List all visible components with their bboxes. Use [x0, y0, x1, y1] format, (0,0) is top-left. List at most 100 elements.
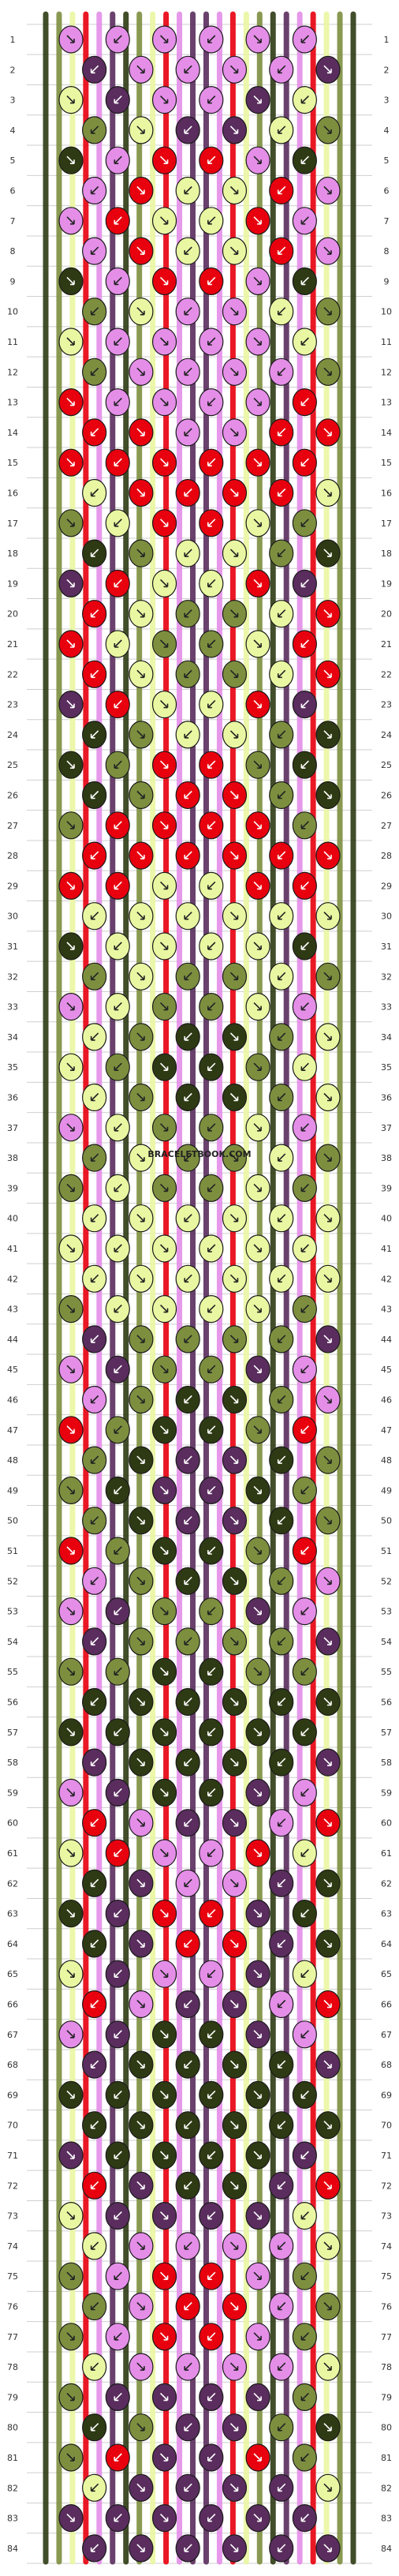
knot-arrow-icon [136, 912, 145, 920]
row-number-right: 43 [381, 1305, 392, 1315]
knot-arrow-icon [253, 2211, 262, 2220]
row-number-left: 16 [7, 489, 18, 499]
knot-arrow-icon [90, 1939, 99, 1948]
row-number-right: 31 [381, 942, 392, 952]
knot-arrow-icon [66, 519, 75, 527]
row-number-left: 33 [7, 1002, 18, 1013]
row-number-left: 2 [10, 65, 16, 75]
knot-arrow-icon [66, 1667, 75, 1676]
knot-arrow-icon [207, 942, 216, 950]
knot-arrow-icon [323, 246, 332, 255]
knot-arrow-icon [207, 337, 216, 346]
knot-arrow-icon [136, 1878, 145, 1888]
row-number-right: 30 [381, 912, 392, 922]
knot-arrow-icon [184, 2362, 192, 2371]
knot-arrow-icon [159, 155, 169, 164]
knot-arrow-icon [66, 1546, 75, 1555]
knot-arrow-icon [159, 2271, 169, 2280]
knot-arrow-icon [136, 125, 145, 134]
knot-arrow-icon [323, 1092, 332, 1102]
knot-arrow-icon [229, 549, 239, 557]
knot-arrow-icon [253, 276, 262, 286]
row-number-right: 29 [381, 881, 392, 891]
knot-arrow-icon [136, 1092, 145, 1102]
knot-arrow-icon [66, 942, 75, 950]
row-number-left: 70 [7, 2121, 18, 2131]
row-number-left: 79 [7, 2392, 18, 2402]
row-number-left: 77 [7, 2332, 18, 2342]
knot-arrow-icon [66, 639, 75, 648]
knot-arrow-icon [90, 912, 99, 920]
knot-arrow-icon [184, 2483, 192, 2492]
knot-arrow-icon [323, 549, 332, 557]
knot-arrow-icon [159, 1244, 169, 1252]
knot-arrow-icon [136, 549, 145, 557]
knot-arrow-icon [300, 1244, 309, 1252]
knot-arrow-icon [229, 2544, 239, 2552]
knot-arrow-icon [253, 1607, 262, 1616]
knot-arrow-icon [253, 1969, 262, 1978]
knot-arrow-icon [207, 95, 216, 104]
knot-arrow-icon [323, 2181, 332, 2190]
knot-arrow-icon [159, 1062, 169, 1071]
knot-arrow-icon [300, 700, 309, 709]
knot-arrow-icon [300, 1062, 309, 1071]
knot-arrow-icon [277, 1818, 286, 1827]
row-number-right: 68 [381, 2060, 392, 2070]
knot-arrow-icon [207, 1062, 216, 1071]
row-number-right: 61 [381, 1848, 392, 1859]
knot-arrow-icon [159, 700, 169, 709]
knot-arrow-icon [159, 1607, 169, 1616]
row-number-left: 52 [7, 1576, 18, 1586]
row-number-right: 36 [381, 1093, 392, 1103]
knot-arrow-icon [114, 2211, 122, 2220]
knot-arrow-icon [159, 760, 169, 769]
row-number-right: 16 [381, 489, 392, 499]
row-number-left: 13 [7, 398, 18, 408]
knot-arrow-icon [277, 1335, 286, 1343]
row-number-left: 4 [10, 125, 16, 136]
knot-arrow-icon [159, 1002, 169, 1011]
knot-arrow-icon [136, 851, 145, 859]
knot-arrow-icon [300, 2211, 309, 2220]
row-number-left: 9 [10, 276, 16, 286]
knot-arrow-icon [253, 760, 262, 769]
knot-arrow-icon [66, 2332, 75, 2341]
knot-arrow-icon [136, 609, 145, 618]
knot-arrow-icon [229, 1153, 239, 1162]
knot-arrow-icon [300, 398, 309, 406]
knot-arrow-icon [253, 398, 262, 406]
knot-arrow-icon [207, 216, 216, 225]
knot-arrow-icon [300, 1305, 309, 1313]
row-number-right: 67 [381, 2030, 392, 2040]
watermark-text: BRACELETBOOK.COM [147, 1149, 251, 1159]
knot-arrow-icon [207, 458, 216, 466]
knot-arrow-icon [136, 2362, 145, 2371]
knot-arrow-icon [114, 2271, 122, 2280]
knot-arrow-icon [229, 488, 239, 497]
knot-arrow-icon [229, 2362, 239, 2371]
row-number-left: 6 [10, 186, 16, 197]
knot-arrow-icon [90, 1092, 99, 1102]
knot-arrow-icon [323, 1516, 332, 1525]
knot-arrow-icon [66, 398, 75, 406]
knot-arrow-icon [277, 730, 286, 739]
knot-arrow-icon [159, 1123, 169, 1132]
row-number-left: 35 [7, 1062, 18, 1073]
knot-arrow-icon [207, 1485, 216, 1495]
knot-arrow-icon [159, 2392, 169, 2402]
knot-arrow-icon [253, 1848, 262, 1857]
knot-arrow-icon [184, 912, 192, 920]
knot-arrow-icon [184, 1758, 192, 1766]
row-number-right: 21 [381, 639, 392, 650]
knot-arrow-icon [229, 1637, 239, 1646]
row-numbers-right: 1234567891011121314151617181920212223242… [381, 35, 392, 2554]
row-number-left: 51 [7, 1546, 18, 1556]
knot-arrow-icon [323, 2362, 332, 2371]
knot-arrow-icon [66, 95, 75, 104]
knot-arrow-icon [114, 1909, 122, 1918]
knot-arrow-icon [323, 669, 332, 679]
knot-arrow-icon [184, 609, 192, 618]
knot-arrow-icon [114, 1305, 122, 1313]
row-number-left: 19 [7, 578, 18, 589]
